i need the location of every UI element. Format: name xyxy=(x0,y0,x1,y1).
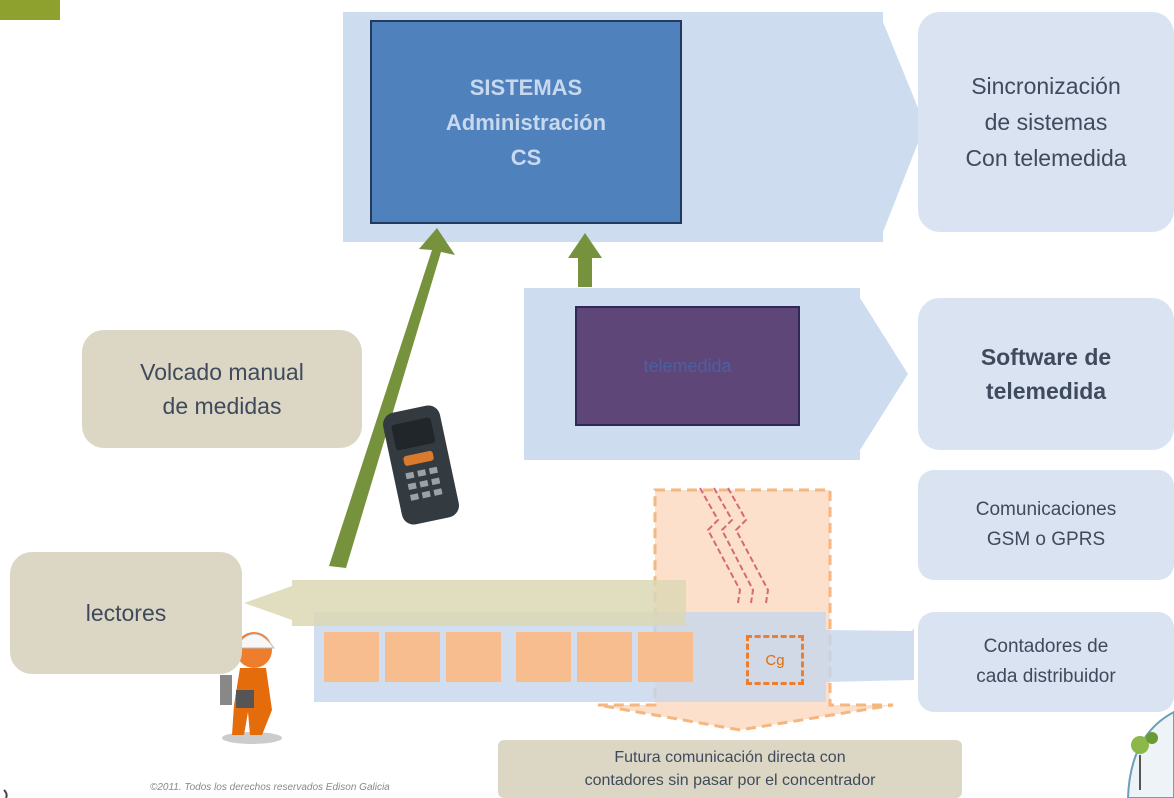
meter-square xyxy=(446,632,501,682)
sistemas-box: SISTEMAS Administración CS xyxy=(370,20,682,224)
software-line-2: telemedida xyxy=(985,378,1107,404)
corner-accent xyxy=(0,0,60,20)
software-line-1: Software de xyxy=(980,344,1112,370)
meter-square xyxy=(577,632,632,682)
sistemas-subtitle: Administración xyxy=(445,109,607,135)
comms-label-box: Comunicaciones GSM o GPRS xyxy=(918,470,1174,580)
comms-line-1: Comunicaciones xyxy=(975,499,1117,520)
meters-label-box: Contadores de cada distribuidor xyxy=(918,612,1174,712)
handheld-reader-icon xyxy=(383,405,459,525)
sistemas-code: CS xyxy=(510,144,542,170)
meter-square xyxy=(638,632,693,682)
telemedida-box: telemedida xyxy=(575,306,800,426)
tree-logo-icon xyxy=(1126,710,1174,798)
lectores-arrow xyxy=(244,580,686,626)
cg-label: Cg xyxy=(765,651,785,669)
sync-line-3: Con telemedida xyxy=(965,145,1127,171)
future-comm-line-2: contadores sin pasar por el concentrador xyxy=(584,772,876,789)
sync-line-2: de sistemas xyxy=(984,109,1108,135)
sync-label-box: Sincronización de sistemas Con telemedid… xyxy=(918,12,1174,232)
software-band-arrowhead xyxy=(860,298,908,450)
manual-upload-arrow xyxy=(329,228,455,568)
manual-upload-box: Volcado manual de medidas xyxy=(82,330,362,448)
systems-band-arrowhead xyxy=(883,22,925,232)
sistemas-title: SISTEMAS xyxy=(469,74,583,100)
meters-line-1: Contadores de xyxy=(983,636,1109,657)
manual-upload-line-2: de medidas xyxy=(162,393,282,419)
meter-square xyxy=(516,632,571,682)
sync-line-1: Sincronización xyxy=(971,73,1121,99)
telemedida-label: telemedida xyxy=(643,355,732,376)
future-comm-box: Futura comunicación directa con contador… xyxy=(498,740,962,798)
meters-band-arrowhead xyxy=(826,628,914,682)
meter-square xyxy=(385,632,440,682)
meters-line-2: cada distribuidor xyxy=(976,666,1116,687)
comms-line-2: GSM o GPRS xyxy=(986,529,1106,550)
future-comm-line-1: Futura comunicación directa con xyxy=(614,749,846,766)
manual-upload-line-1: Volcado manual xyxy=(140,359,304,385)
lectores-label: lectores xyxy=(85,599,167,626)
gsm-signal-lines xyxy=(699,487,770,604)
software-label-box: Software de telemedida xyxy=(918,298,1174,450)
meter-square xyxy=(324,632,379,682)
left-edge-mark xyxy=(3,789,8,798)
copyright-text: ©2011. Todos los derechos reservados Edi… xyxy=(150,782,390,793)
lectores-box: lectores xyxy=(10,552,242,674)
meter-reader-worker-icon xyxy=(220,632,282,744)
concentrator-cg: Cg xyxy=(746,635,804,685)
telemedida-up-arrow xyxy=(568,233,602,287)
